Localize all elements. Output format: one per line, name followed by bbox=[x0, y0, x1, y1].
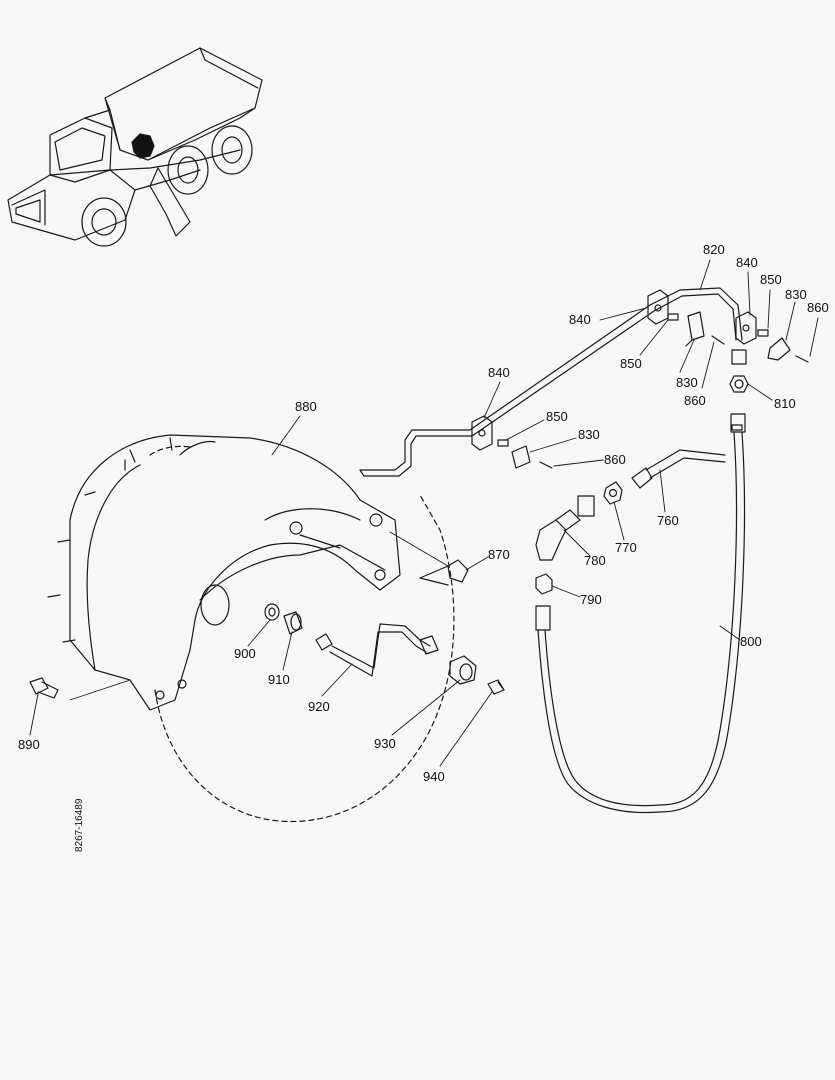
part-label: 940 bbox=[423, 769, 445, 784]
clamp-830-set bbox=[497, 311, 809, 469]
nipple-940 bbox=[487, 679, 505, 695]
nut-770 bbox=[603, 481, 623, 505]
adapter-910 bbox=[283, 611, 303, 635]
document-number: 8267-16489 bbox=[74, 798, 85, 852]
hose-760 bbox=[631, 449, 726, 489]
connector-810 bbox=[729, 349, 749, 393]
part-label: 860 bbox=[807, 300, 829, 315]
part-label: 900 bbox=[234, 646, 256, 661]
part-label: 790 bbox=[580, 592, 602, 607]
leader-lines bbox=[29, 259, 819, 767]
part-label: 810 bbox=[774, 396, 796, 411]
part-label: 830 bbox=[578, 427, 600, 442]
pipe-920 bbox=[315, 623, 439, 677]
part-label: 840 bbox=[569, 312, 591, 327]
part-label: 930 bbox=[374, 736, 396, 751]
part-label: 850 bbox=[546, 409, 568, 424]
elbow-780 bbox=[535, 495, 595, 561]
part-label: 890 bbox=[18, 737, 40, 752]
part-label: 820 bbox=[703, 242, 725, 257]
part-label: 850 bbox=[620, 356, 642, 371]
nut-930 bbox=[449, 655, 477, 685]
part-label: 860 bbox=[684, 393, 706, 408]
part-label: 920 bbox=[308, 699, 330, 714]
gearbox-housing bbox=[47, 434, 455, 823]
part-label: 880 bbox=[295, 399, 317, 414]
part-label: 870 bbox=[488, 547, 510, 562]
part-label: 860 bbox=[604, 452, 626, 467]
bolt-890 bbox=[29, 677, 59, 699]
part-label: 850 bbox=[760, 272, 782, 287]
clamp-840-mid bbox=[471, 415, 493, 451]
part-label: 830 bbox=[676, 375, 698, 390]
part-label: 770 bbox=[615, 540, 637, 555]
part-label: 840 bbox=[736, 255, 758, 270]
pipe-820 bbox=[359, 287, 743, 477]
part-label: 830 bbox=[785, 287, 807, 302]
part-label: 840 bbox=[488, 365, 510, 380]
part-label: 760 bbox=[657, 513, 679, 528]
fitting-870 bbox=[419, 559, 469, 586]
truck-locator-illustration bbox=[7, 47, 263, 247]
part-label: 910 bbox=[268, 672, 290, 687]
part-labels: 820 840 850 830 860 840 850 830 860 810 … bbox=[18, 242, 829, 784]
part-label: 800 bbox=[740, 634, 762, 649]
clamp-840-right bbox=[735, 311, 757, 345]
clamp-840-top bbox=[647, 289, 669, 325]
hose-800 bbox=[535, 413, 746, 814]
washer-900 bbox=[264, 603, 280, 621]
part-label: 780 bbox=[584, 553, 606, 568]
